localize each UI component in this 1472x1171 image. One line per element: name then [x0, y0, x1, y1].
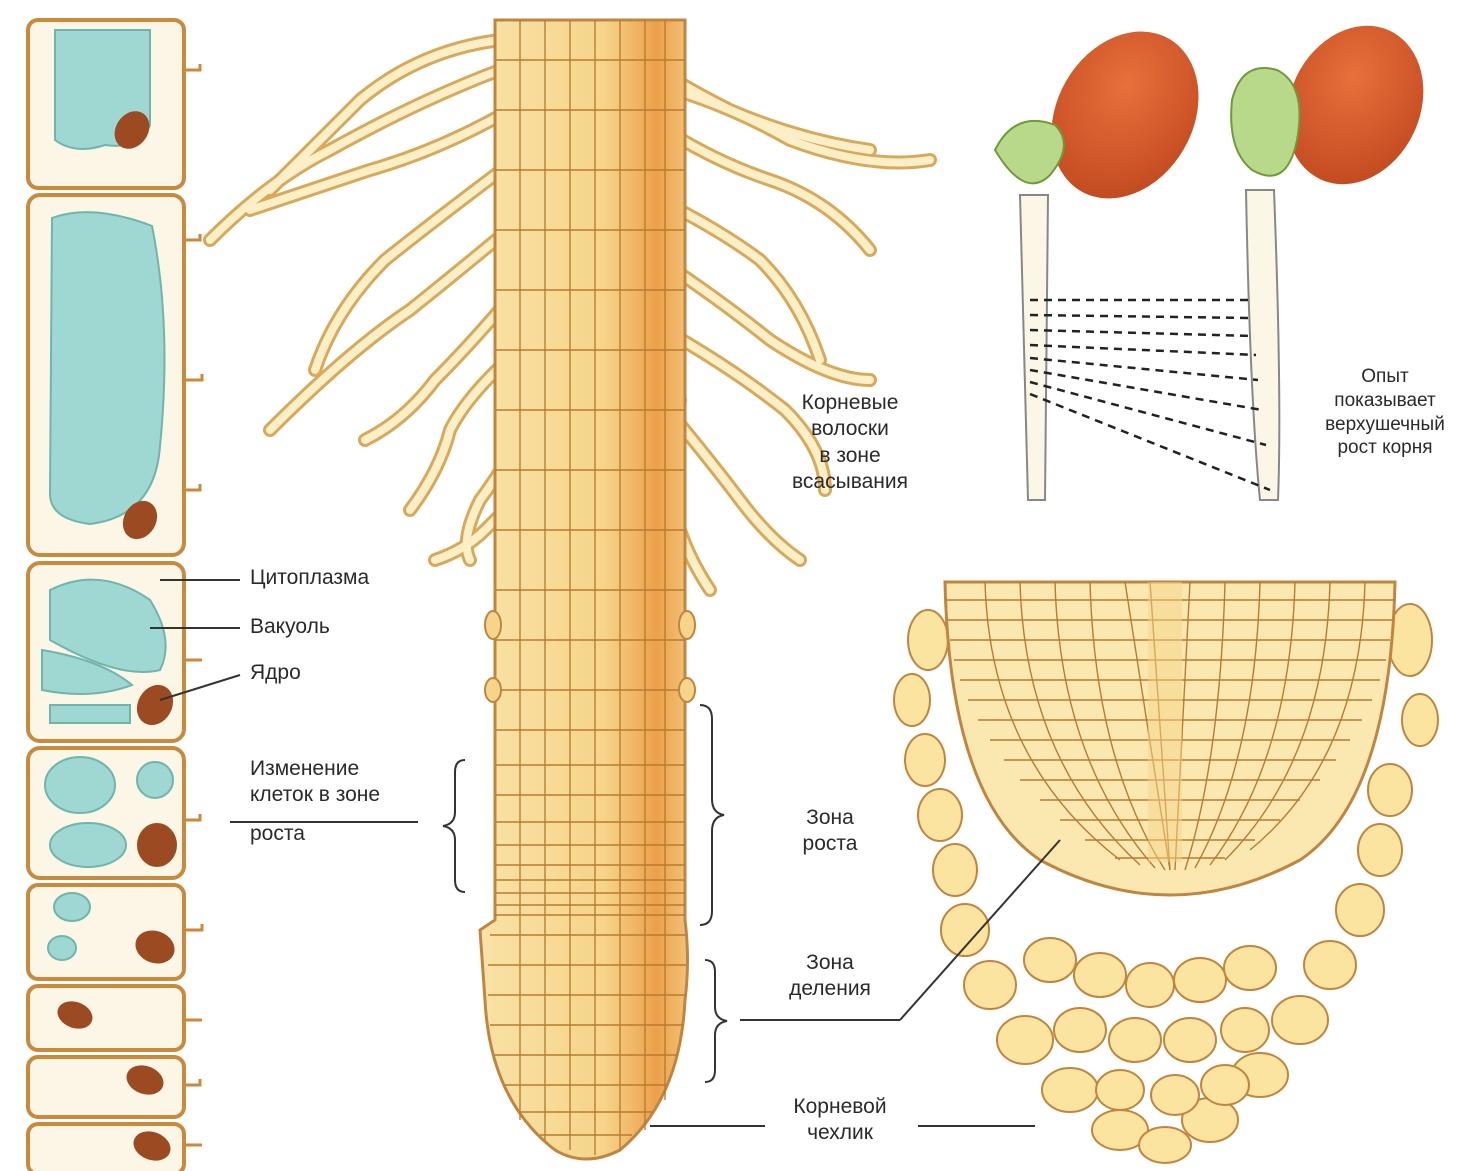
label-division-zone-line1: Зона — [760, 950, 900, 976]
label-experiment-line3: верхушечный — [1300, 413, 1470, 437]
label-experiment-line1: Опыт — [1300, 365, 1470, 389]
label-root-cap-line1: Корневой — [765, 1094, 915, 1120]
cell-wall-hooks — [184, 64, 202, 1145]
brace-division — [705, 960, 727, 1082]
label-division-zone-line2: деления — [760, 976, 900, 1002]
cell-6 — [28, 986, 184, 1050]
label-experiment-line4: рост корня — [1300, 436, 1470, 460]
label-root-hairs: Корневые волоски в зоне всасывания — [770, 390, 930, 495]
label-growth-zone-line1: Зона — [760, 805, 900, 831]
label-change: Изменение клеток в зоне роста — [250, 756, 380, 847]
vacuole-7 — [137, 762, 173, 798]
nucleus-4 — [137, 823, 177, 867]
label-root-hairs-line2: волоски — [770, 416, 930, 442]
sprout-right — [1231, 68, 1299, 176]
label-growth-zone: Зона роста — [760, 805, 900, 858]
label-root-cap: Корневой чехлик — [765, 1094, 915, 1147]
label-vacuole: Вакуоль — [250, 614, 330, 640]
label-experiment: Опыт показывает верхушечный рост корня — [1300, 365, 1470, 460]
vacuole-2 — [50, 212, 165, 524]
seed-left — [1022, 5, 1228, 225]
sprout-left — [995, 121, 1064, 183]
label-experiment-line2: показывает — [1300, 389, 1470, 413]
label-root-cap-line2: чехлик — [765, 1120, 915, 1146]
label-nucleus: Ядро — [250, 660, 301, 686]
vacuole-5 — [50, 705, 130, 723]
root-right — [1246, 190, 1279, 500]
label-root-hairs-line4: всасывания — [770, 469, 930, 495]
label-change-line2: клеток в зоне — [250, 782, 380, 808]
vacuole-10 — [48, 936, 76, 960]
vacuole-8 — [50, 823, 126, 867]
cell-5 — [28, 885, 184, 979]
label-division-zone: Зона деления — [760, 950, 900, 1003]
vacuole-9 — [54, 893, 90, 921]
label-cytoplasm: Цитоплазма — [250, 565, 369, 591]
experiment-dashes — [1030, 300, 1270, 490]
brace-change — [443, 760, 465, 892]
label-change-line3: роста — [250, 821, 380, 847]
root-tip-closeup — [894, 582, 1438, 1163]
root-left — [1020, 195, 1048, 500]
label-root-hairs-line3: в зоне — [770, 443, 930, 469]
central-cylinder — [1148, 582, 1182, 862]
label-change-line1: Изменение — [250, 756, 380, 782]
label-root-hairs-line1: Корневые — [770, 390, 930, 416]
vacuole-6 — [45, 757, 115, 813]
brace-growth — [700, 705, 724, 925]
label-growth-zone-line2: роста — [760, 831, 900, 857]
